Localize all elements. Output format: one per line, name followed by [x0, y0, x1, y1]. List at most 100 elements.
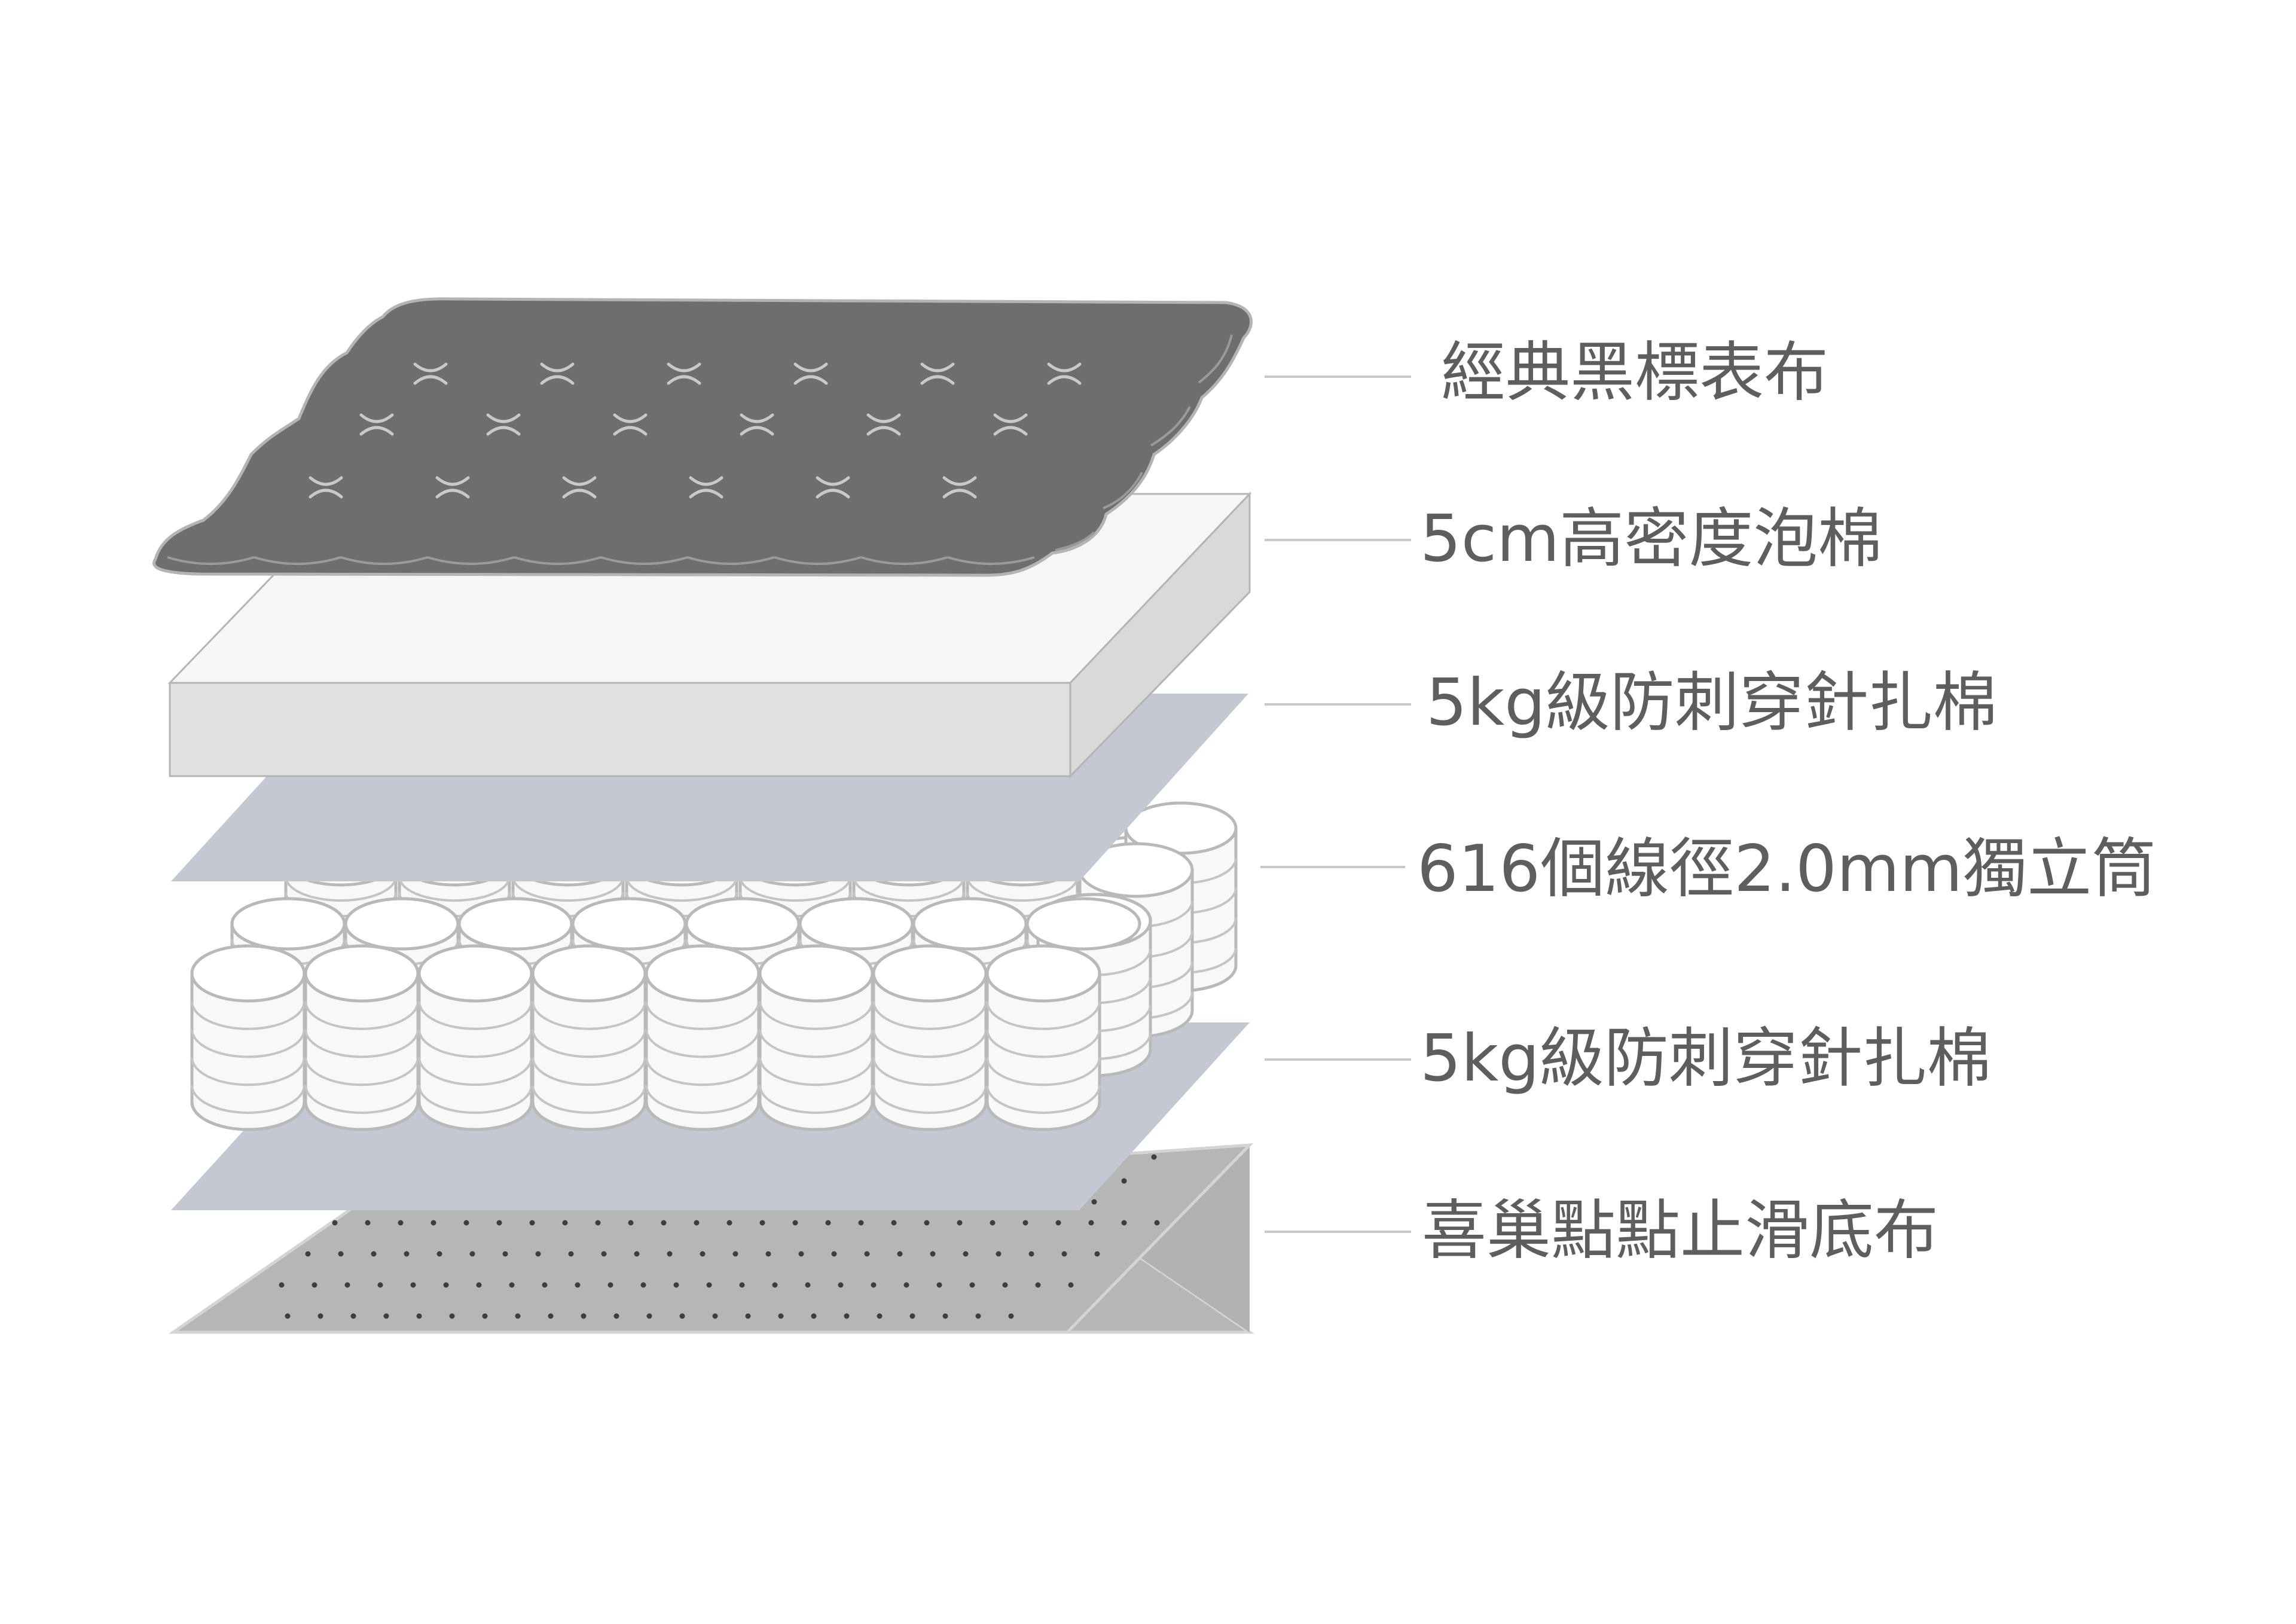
- label-anti-slip-fabric: 喜巢點點止滑底布: [1422, 1193, 1938, 1268]
- anti-slip-dot: [377, 1282, 383, 1288]
- anti-slip-dot: [909, 1313, 915, 1319]
- anti-slip-dot: [449, 1313, 455, 1319]
- anti-slip-dot: [897, 1251, 903, 1257]
- anti-slip-dot: [529, 1220, 535, 1226]
- tuft-stitch: [413, 362, 448, 385]
- anti-slip-dot: [628, 1220, 634, 1226]
- pocket-spring-top: [1025, 897, 1141, 951]
- anti-slip-dot: [712, 1313, 718, 1319]
- anti-slip-dot: [1055, 1220, 1061, 1226]
- tuft-stitch: [562, 476, 597, 499]
- anti-slip-dot: [398, 1220, 404, 1226]
- pocket-spring-top: [230, 897, 346, 951]
- tuft-stitch: [540, 362, 575, 385]
- anti-slip-dot: [811, 1313, 817, 1319]
- anti-slip-dot: [679, 1313, 685, 1319]
- pocket-spring-top: [912, 897, 1028, 951]
- pocket-spring: [190, 944, 306, 1131]
- quilt-seam: [427, 556, 515, 565]
- anti-slip-dot: [476, 1282, 482, 1288]
- pocket-spring-array: [190, 801, 1238, 1131]
- anti-slip-dot: [1061, 1251, 1067, 1257]
- anti-slip-dot: [634, 1251, 640, 1257]
- anti-slip-dot: [700, 1251, 706, 1257]
- quilt-seam: [340, 556, 428, 565]
- pocket-spring: [417, 944, 533, 1131]
- tuft-stitch: [359, 413, 394, 436]
- anti-slip-dot: [759, 1220, 765, 1226]
- tuft-stitch: [435, 476, 470, 499]
- anti-slip-dot: [792, 1220, 798, 1226]
- anti-slip-dot: [805, 1282, 811, 1288]
- quilt-seam: [687, 556, 775, 565]
- anti-slip-dot: [957, 1220, 963, 1226]
- tuft-stitch: [613, 413, 648, 436]
- anti-slip-dot: [1094, 1251, 1100, 1257]
- anti-slip-dot: [562, 1220, 568, 1226]
- pocket-spring: [645, 944, 761, 1131]
- anti-slip-dot: [607, 1282, 613, 1288]
- anti-slip-dot: [673, 1282, 679, 1288]
- anti-slip-dot: [706, 1282, 712, 1288]
- quilt-scallop-seams: [167, 334, 1233, 565]
- anti-slip-dot: [765, 1251, 771, 1257]
- pocket-spring-top: [798, 897, 914, 951]
- anti-slip-dot: [1121, 1220, 1127, 1226]
- anti-slip-dot: [317, 1313, 323, 1319]
- anti-slip-dot: [1028, 1251, 1034, 1257]
- tuft-stitch: [486, 413, 521, 436]
- pocket-spring-top: [344, 897, 460, 951]
- anti-slip-dot: [930, 1251, 936, 1257]
- quilt-seam: [514, 556, 602, 565]
- anti-slip-dot: [575, 1282, 581, 1288]
- anti-slip-dot: [502, 1251, 508, 1257]
- anti-slip-dot: [969, 1282, 975, 1288]
- anti-slip-dot: [1151, 1154, 1157, 1160]
- tuft-stitch: [920, 362, 955, 385]
- quilt-seam: [167, 556, 255, 565]
- quilt-tuft-stitches: [309, 362, 1082, 499]
- anti-slip-dot: [344, 1282, 350, 1288]
- pocket-spring-top: [571, 897, 687, 951]
- anti-slip-dot: [548, 1313, 554, 1319]
- anti-slip-dot: [1088, 1220, 1094, 1226]
- pocket-spring: [304, 944, 420, 1131]
- label-lower-needle-cotton: 5kg級防刺穿針扎棉: [1420, 1021, 1992, 1096]
- quilt-seam: [774, 556, 862, 565]
- anti-slip-dot: [844, 1313, 850, 1319]
- anti-slip-dot: [726, 1220, 732, 1226]
- label-pocket-springs: 616個線徑2.0mm獨立筒: [1417, 832, 2156, 906]
- anti-slip-dot: [871, 1282, 877, 1288]
- anti-slip-dot: [338, 1251, 344, 1257]
- pocket-spring-top: [457, 897, 573, 951]
- anti-slip-dot: [436, 1251, 442, 1257]
- anti-slip-dot: [732, 1251, 738, 1257]
- anti-slip-dot: [443, 1282, 449, 1288]
- anti-slip-dot: [463, 1220, 469, 1226]
- leader-lines: [1260, 376, 1411, 1233]
- anti-slip-dot: [942, 1313, 948, 1319]
- anti-slip-dot: [661, 1220, 667, 1226]
- anti-slip-dot: [864, 1251, 870, 1257]
- anti-slip-dot: [1121, 1178, 1127, 1184]
- anti-slip-dot: [903, 1282, 909, 1288]
- anti-slip-dot: [667, 1251, 673, 1257]
- quilted-black-label-top-fabric: [152, 297, 1253, 577]
- tuft-stitch: [1047, 362, 1082, 385]
- tuft-stitch: [942, 476, 977, 499]
- label-upper-needle-cotton: 5kg級防刺穿針扎棉: [1426, 666, 1998, 740]
- tuft-stitch: [866, 413, 901, 436]
- anti-slip-dot: [798, 1251, 804, 1257]
- anti-slip-dot: [515, 1313, 521, 1319]
- anti-slip-dot: [990, 1220, 996, 1226]
- anti-slip-dot: [936, 1282, 942, 1288]
- pocket-spring: [531, 944, 647, 1131]
- anti-slip-dot: [877, 1313, 883, 1319]
- anti-slip-dot: [1091, 1199, 1097, 1205]
- anti-slip-dot: [350, 1313, 356, 1319]
- tuft-stitch: [793, 362, 828, 385]
- anti-slip-dot: [646, 1313, 652, 1319]
- quilt-seam: [860, 556, 948, 565]
- anti-slip-dot: [694, 1220, 700, 1226]
